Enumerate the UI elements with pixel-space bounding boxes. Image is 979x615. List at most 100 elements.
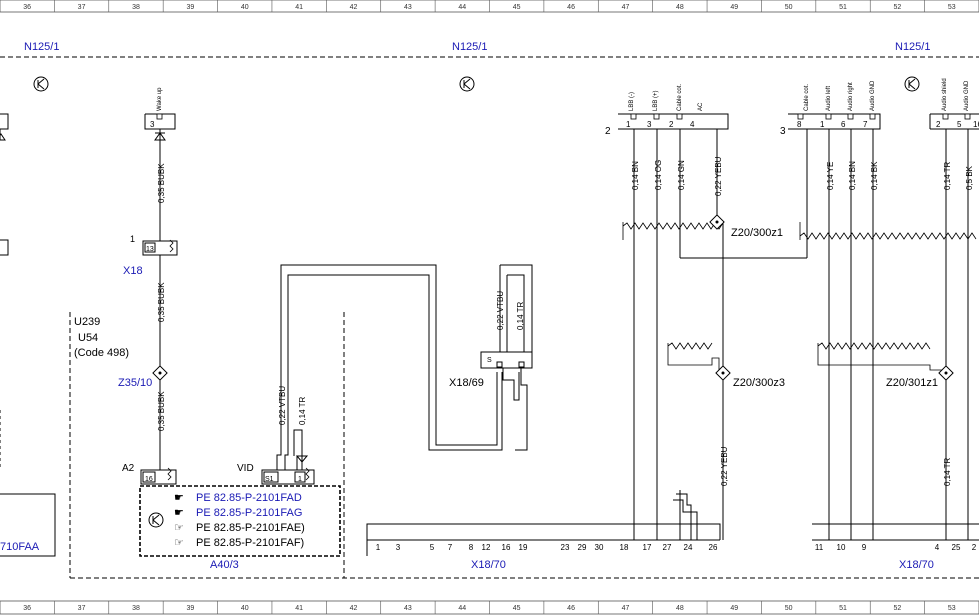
pin-number-1: 1 bbox=[298, 476, 302, 483]
connector-pin-number: 26 bbox=[709, 543, 718, 552]
grid-column-number: 44 bbox=[458, 4, 466, 11]
connector-pin-number: 29 bbox=[578, 543, 587, 552]
connector-pin-number: 27 bbox=[663, 543, 672, 552]
label-x18-70-right[interactable]: X18/70 bbox=[899, 559, 934, 571]
pin-number: 16 bbox=[973, 120, 979, 129]
connector-pin-1: 1 bbox=[130, 234, 135, 244]
wire-label-vtbu-b: 0,22 VTBU bbox=[496, 291, 505, 330]
reference-link-1[interactable]: PE 82.85-P-2101FAD bbox=[196, 492, 302, 504]
connector-pin-number: 5 bbox=[430, 543, 435, 552]
module-label-left[interactable]: N125/1 bbox=[24, 41, 59, 53]
wire-wake-up[interactable] bbox=[0, 129, 161, 470]
pin-number: 1 bbox=[820, 120, 825, 129]
grid-column-number: 53 bbox=[948, 4, 956, 11]
pin-label-audio-shield: Audio shield bbox=[942, 78, 948, 111]
connector-pin-number: 17 bbox=[643, 543, 652, 552]
connector-pin-number: 24 bbox=[684, 543, 693, 552]
grid-column-number: 51 bbox=[839, 605, 847, 612]
label-z20-301z1: Z20/301z1 bbox=[886, 377, 938, 389]
wire-label-bubk-1: 0,35 BUBK bbox=[157, 163, 166, 203]
reference-link-2[interactable]: PE 82.85-P-2101FAG bbox=[196, 507, 302, 519]
grid-column-number: 39 bbox=[186, 4, 194, 11]
pin-number: 2 bbox=[936, 120, 941, 129]
pin-label-wake-up: Wake up bbox=[157, 87, 163, 111]
ground-icon bbox=[295, 455, 309, 463]
grid-column-number: 43 bbox=[404, 605, 412, 612]
grid-column-number: 48 bbox=[676, 4, 684, 11]
pin-number: 7 bbox=[863, 120, 868, 129]
wire-label-bn-1: 0,14 BN bbox=[631, 161, 640, 190]
wires-right[interactable] bbox=[633, 129, 969, 540]
connector-pin-number: 30 bbox=[595, 543, 604, 552]
grid-column-number: 37 bbox=[78, 605, 86, 612]
module-symbol-icon bbox=[33, 76, 920, 92]
reference-text-4: PE 82.85-P-2101FAF) bbox=[196, 537, 304, 549]
grid-column-number: 42 bbox=[350, 4, 358, 11]
label-a40-3[interactable]: A40/3 bbox=[210, 559, 239, 571]
wire-label-ye: 0,14 YE bbox=[826, 162, 835, 190]
svg-text:☛: ☛ bbox=[174, 492, 184, 504]
pin-number: 8 bbox=[797, 120, 802, 129]
grid-column-number: 37 bbox=[78, 4, 86, 11]
grid-column-number: 39 bbox=[186, 605, 194, 612]
connector-group-2: 2 bbox=[605, 126, 611, 137]
wire-label-yebu-2: 0,22 YEBU bbox=[720, 446, 729, 486]
grid-column-number: 40 bbox=[241, 4, 249, 11]
connector-pin-number: 23 bbox=[561, 543, 570, 552]
pin-number-s1: S1 bbox=[265, 476, 274, 483]
module-label-mid[interactable]: N125/1 bbox=[452, 41, 487, 53]
pin-number-16: 16 bbox=[145, 476, 153, 483]
module-label-right[interactable]: N125/1 bbox=[895, 41, 930, 53]
wire-label-tr-b: 0,14 TR bbox=[516, 301, 525, 330]
label-a2: A2 bbox=[122, 463, 135, 474]
label-x18-70-left[interactable]: X18/70 bbox=[471, 559, 506, 571]
label-x18-69: X18/69 bbox=[449, 377, 484, 389]
resistor-icon bbox=[169, 239, 174, 253]
grid-column-number: 45 bbox=[513, 605, 521, 612]
wire-label-tr-d: 0,14 TR bbox=[943, 457, 952, 486]
wire-label-bk-1: 0,14 BK bbox=[870, 161, 879, 190]
label-z20-300z1: Z20/300z1 bbox=[731, 227, 783, 239]
label-z35-10[interactable]: Z35/10 bbox=[118, 377, 152, 389]
grid-column-number: 40 bbox=[241, 605, 249, 612]
shield-zigzag bbox=[622, 222, 977, 371]
wire-label-vtbu-a: 0,22 VTBU bbox=[278, 386, 287, 425]
grid-column-number: 38 bbox=[132, 4, 140, 11]
grid-column-number: 45 bbox=[513, 4, 521, 11]
left-connector-stub bbox=[0, 239, 9, 256]
connector-pin-number: 9 bbox=[862, 543, 867, 552]
connector-group-3: 3 bbox=[780, 126, 786, 137]
label-710faa[interactable]: 710FAA bbox=[0, 541, 40, 553]
wire-label-yebu-1: 0,22 YEBU bbox=[714, 156, 723, 196]
connector-pin-number: 2 bbox=[972, 543, 977, 552]
splice-z35-10-icon bbox=[152, 365, 168, 381]
wire-video-a40[interactable] bbox=[276, 264, 503, 470]
grid-column-number: 50 bbox=[785, 605, 793, 612]
connector-pin-13: 13 bbox=[146, 246, 154, 253]
pin-label-audio-gnd-1: Audio GND bbox=[870, 80, 876, 111]
connector-pin-number: 16 bbox=[502, 543, 511, 552]
grid-column-number: 50 bbox=[785, 4, 793, 11]
wire-label-bubk-3: 0,35 BUBK bbox=[157, 391, 166, 431]
label-vid: VID bbox=[237, 463, 254, 474]
wire-label-tr-a: 0,14 TR bbox=[298, 396, 307, 425]
pin-label-cable-cot-1: Cable cot. bbox=[677, 84, 683, 111]
connector-pin-number: 18 bbox=[620, 543, 629, 552]
left-reference-box bbox=[0, 493, 56, 557]
pin-number-wake: 3 bbox=[150, 120, 155, 129]
svg-text:☞: ☞ bbox=[174, 522, 184, 534]
connector-pin-number: 25 bbox=[952, 543, 961, 552]
a40-3-enclosure bbox=[139, 485, 341, 557]
connector-pin-number: 1 bbox=[376, 543, 381, 552]
connector-pin-number: 7 bbox=[448, 543, 453, 552]
grid-column-number: 51 bbox=[839, 4, 847, 11]
pin-label-audio-left: Audio left bbox=[826, 86, 832, 111]
connector-x18 bbox=[142, 240, 178, 256]
resistor-icon bbox=[167, 467, 310, 481]
label-x18[interactable]: X18 bbox=[123, 265, 143, 277]
grid-column-number: 38 bbox=[132, 605, 140, 612]
connector-pin-number: 11 bbox=[815, 543, 824, 552]
